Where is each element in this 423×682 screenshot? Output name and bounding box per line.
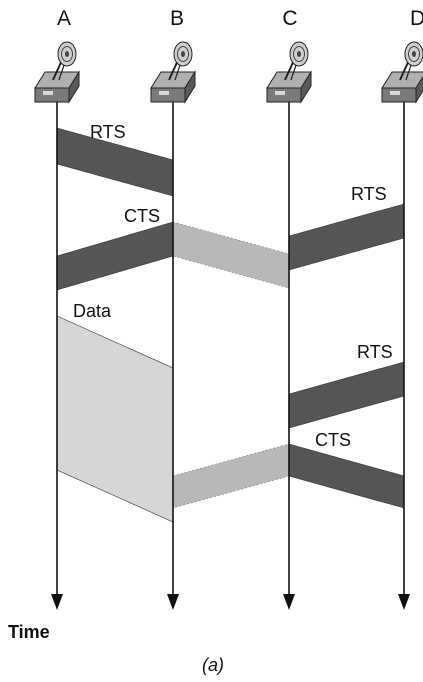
frame-cts-c — [288, 443, 405, 509]
figure-caption: (a) — [202, 655, 224, 675]
time-axis-label: Time — [8, 622, 50, 642]
frame-label-rts-d-1: RTS — [351, 184, 387, 204]
wireless-station-icon — [266, 41, 312, 104]
antenna-center — [181, 51, 185, 57]
frame-cts-b-to-c — [172, 221, 290, 289]
antenna-center — [297, 51, 301, 57]
node-label-a: A — [57, 7, 71, 30]
frame-cts-b — [56, 221, 174, 291]
station-side-face — [68, 70, 80, 104]
node-label-d: D — [410, 7, 423, 30]
wireless-station-icon — [34, 41, 80, 104]
antenna-ring — [408, 46, 420, 62]
station-plate — [159, 91, 169, 95]
frame-label-cts-c: CTS — [315, 430, 351, 450]
timeline-arrow-d — [398, 594, 410, 610]
station-plate — [275, 91, 285, 95]
frame-rts-d-1 — [288, 203, 405, 271]
timelines-layer — [51, 100, 410, 610]
timeline-arrow-b — [167, 594, 179, 610]
node-label-b: B — [170, 7, 184, 30]
antenna-ring — [293, 46, 305, 62]
frame-data-a — [56, 315, 174, 523]
station-side-face — [300, 70, 312, 104]
station-side-face — [184, 70, 196, 104]
antenna-ring — [177, 46, 189, 62]
frame-label-rts-d-2: RTS — [357, 342, 393, 362]
frames-layer — [56, 127, 405, 523]
wireless-station-icon — [150, 41, 196, 104]
station-plate — [43, 91, 53, 95]
station-plate — [390, 91, 400, 95]
wireless-station-icon — [381, 41, 423, 104]
timeline-arrow-c — [283, 594, 295, 610]
frame-data-b-to-c — [172, 443, 290, 509]
antenna-ring — [61, 46, 73, 62]
frame-label-cts-b: CTS — [124, 206, 160, 226]
frame-rts-d-2 — [288, 361, 405, 429]
frame-label-data-a: Data — [73, 301, 112, 321]
timeline-arrow-a — [51, 594, 63, 610]
antenna-center — [412, 51, 416, 57]
antenna-center — [65, 51, 69, 57]
stations-layer — [34, 41, 423, 104]
frame-label-rts-a: RTS — [90, 122, 126, 142]
node-label-c: C — [282, 7, 297, 30]
